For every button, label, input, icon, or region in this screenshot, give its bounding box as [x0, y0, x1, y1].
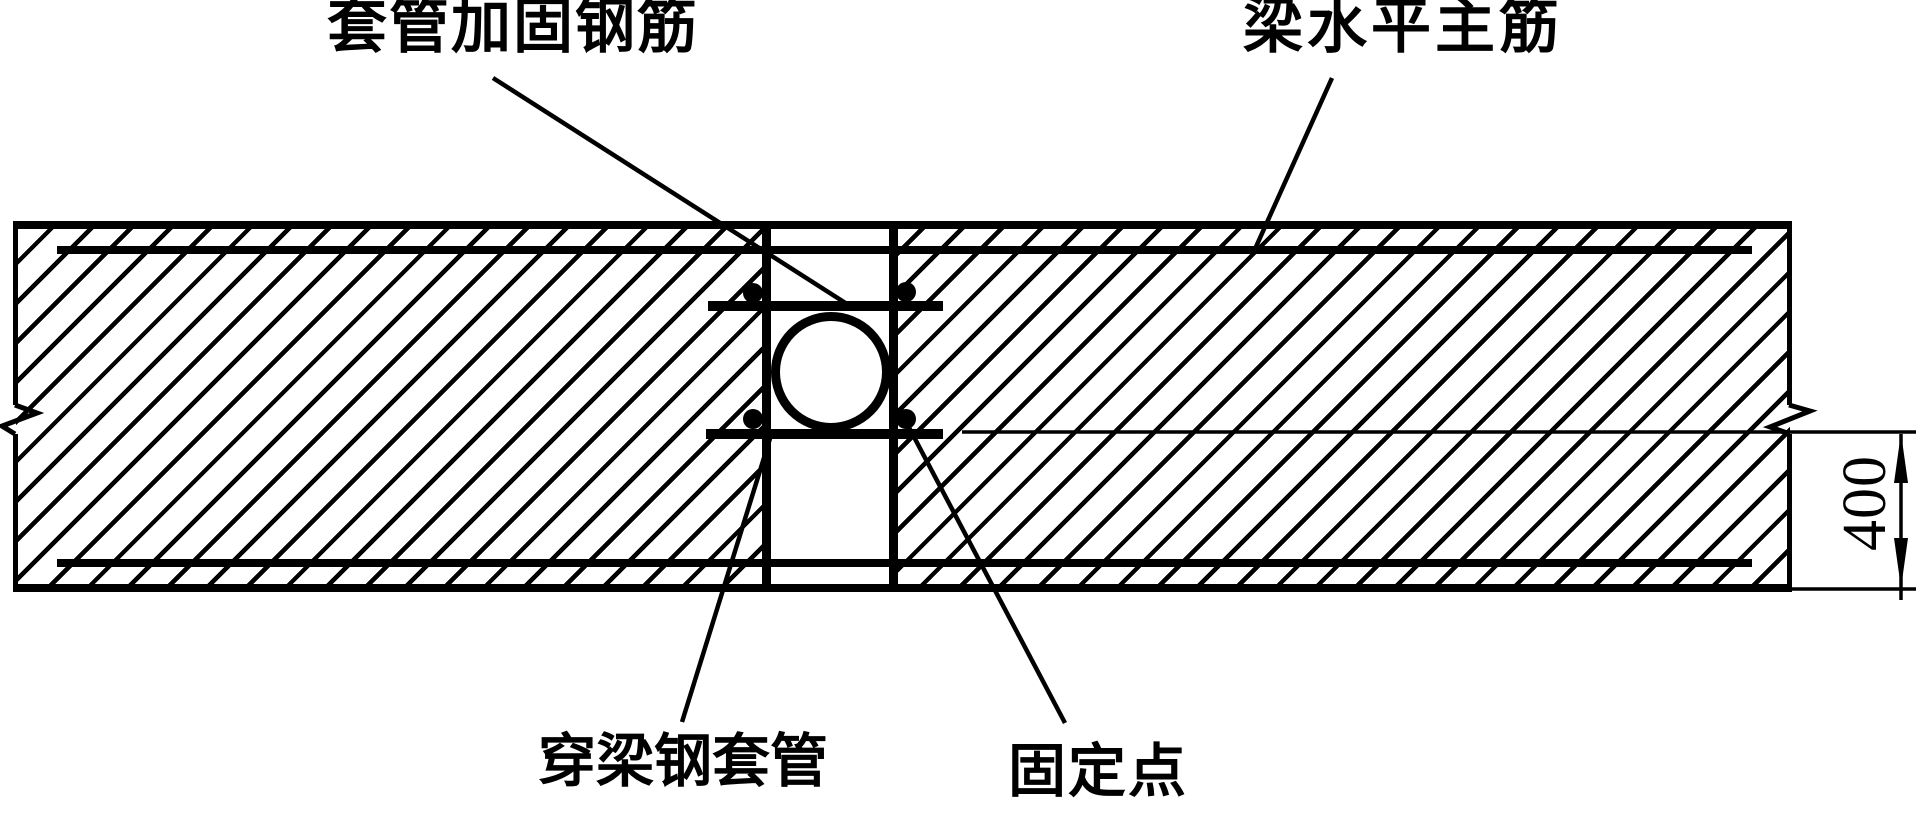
left-vertical-bar [762, 221, 771, 590]
fixing-dot-upper-left [743, 283, 763, 303]
right-vertical-bar [889, 221, 898, 590]
fixing-dot-lower-right [896, 409, 916, 429]
fixing-dot-upper-right [896, 282, 916, 302]
upper-sleeve-reinforcement-bar [708, 301, 943, 311]
beam-bottom-edge [13, 584, 1792, 592]
top-main-rebar-line [57, 246, 1752, 254]
bottom-main-rebar-line [57, 559, 1752, 567]
steel-sleeve-circle [771, 312, 891, 432]
beam-left-edge-upper [13, 221, 18, 405]
fixing-dot-lower-left [743, 409, 763, 429]
concrete-hatch-area [16, 221, 1790, 592]
beam-top-edge [13, 221, 1792, 229]
label-through-beam-steel-sleeve: 穿梁钢套管 [538, 727, 829, 795]
label-sleeve-reinforcement-bar: 套管加固钢筋 [327, 0, 699, 62]
lower-sleeve-reinforcement-bar [706, 429, 943, 439]
dimension-value-400: 400 [1831, 455, 1899, 551]
beam-right-edge-upper [1787, 221, 1792, 405]
beam-right-edge-lower [1787, 434, 1792, 590]
label-beam-horizontal-main-bar: 梁水平主筋 [1243, 0, 1563, 62]
label-fixing-point: 固定点 [1008, 737, 1189, 805]
beam-left-edge-lower [13, 434, 18, 590]
